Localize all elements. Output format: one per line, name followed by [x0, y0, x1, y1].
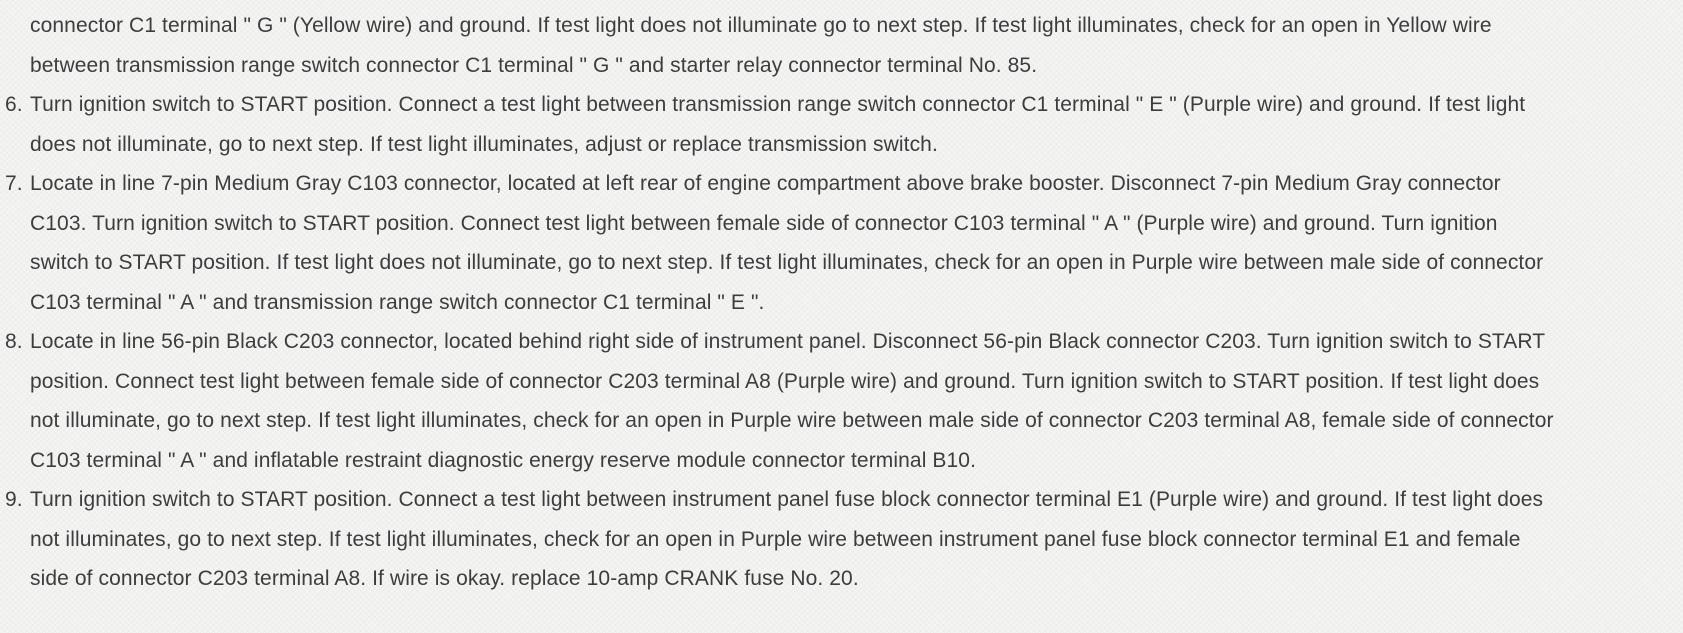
step-item-6: 6. Turn ignition switch to START positio…: [0, 85, 1561, 164]
step-item-8: 8. Locate in line 56-pin Black C203 conn…: [0, 322, 1561, 480]
diagnostic-procedure-page: connector C1 terminal " G " (Yellow wire…: [0, 14, 1561, 599]
step-5-continuation-text: connector C1 terminal " G " (Yellow wire…: [30, 14, 1492, 77]
step-6-number: 6.: [5, 93, 23, 116]
step-7-text: Locate in line 7-pin Medium Gray C103 co…: [30, 172, 1544, 314]
step-8-text: Locate in line 56-pin Black C203 connect…: [30, 330, 1554, 472]
step-6-text: Turn ignition switch to START position. …: [30, 93, 1526, 156]
step-9-text: Turn ignition switch to START position. …: [30, 488, 1544, 590]
step-7-number: 7.: [5, 172, 23, 195]
step-item-7: 7. Locate in line 7-pin Medium Gray C103…: [0, 164, 1561, 322]
step-8-number: 8.: [5, 330, 23, 353]
step-9-number: 9.: [5, 488, 23, 511]
step-item-9: 9. Turn ignition switch to START positio…: [0, 480, 1561, 599]
